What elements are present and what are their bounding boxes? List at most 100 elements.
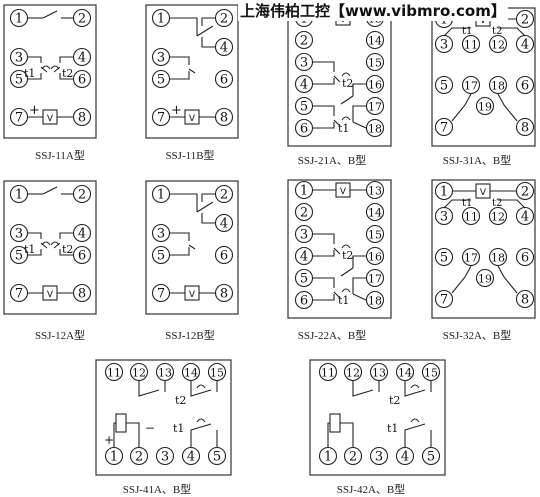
terminal-number: 11 [464, 211, 478, 224]
terminal-2 [214, 184, 234, 204]
terminal-5 [151, 69, 171, 89]
terminal-number: 8 [220, 111, 228, 126]
coil-label: V [480, 188, 487, 198]
terminal-number: 2 [78, 12, 86, 27]
wire [333, 119, 341, 127]
wire [313, 122, 335, 129]
terminal-5 [207, 446, 227, 466]
timer-mark-icon [196, 418, 206, 423]
wire [201, 17, 215, 26]
terminal-number: 2 [349, 450, 357, 465]
coil-label: V [47, 290, 54, 300]
coil-icon [42, 285, 58, 301]
timer-label-t2: t2 [389, 394, 400, 407]
wire [313, 105, 335, 116]
terminal-15 [207, 362, 227, 382]
wire [170, 247, 190, 256]
terminal-number: 17 [368, 101, 382, 114]
terminal-13 [365, 180, 385, 200]
terminal-5 [434, 247, 454, 267]
terminal-number: 12 [346, 367, 360, 380]
wire [451, 265, 472, 294]
wire [28, 232, 42, 239]
terminal-2 [214, 8, 234, 28]
relay-outline [145, 4, 239, 139]
timer-mark-icon [41, 65, 51, 70]
timer-label-t1: t1 [24, 243, 35, 256]
wire [313, 294, 335, 301]
terminal-number: 3 [300, 228, 308, 243]
wire [352, 293, 367, 301]
coil-label: V [480, 16, 487, 26]
terminal-number: 2 [78, 188, 86, 203]
terminal-number: 6 [521, 79, 529, 94]
terminal-number: 18 [368, 123, 382, 136]
terminal-number: 19 [478, 101, 492, 114]
terminal-number: 3 [375, 450, 383, 465]
terminal-number: 13 [158, 367, 172, 380]
terminal-4 [72, 47, 92, 67]
caption-ssj-11b: SSJ-11B型 [165, 150, 215, 162]
wire [170, 17, 198, 36]
terminal-4 [294, 74, 314, 94]
terminal-number: 4 [78, 227, 86, 242]
terminal-number: 7 [157, 287, 165, 302]
wire [352, 121, 367, 129]
wire [443, 27, 471, 37]
terminal-14 [395, 362, 415, 382]
terminal-1 [151, 8, 171, 28]
terminal-15 [365, 224, 385, 244]
wire [59, 56, 73, 63]
wire [188, 68, 196, 74]
terminal-number: 2 [521, 185, 529, 200]
relay-outline [95, 359, 232, 476]
terminal-2 [294, 30, 314, 50]
timer-label-t1: t1 [387, 422, 398, 435]
timer-label-t1: t1 [338, 294, 349, 307]
terminal-number: 1 [157, 12, 165, 27]
minus-sign: − [145, 421, 155, 435]
terminal-8 [515, 117, 535, 137]
terminal-3 [9, 47, 29, 67]
wire [190, 381, 212, 397]
terminal-number: 14 [398, 367, 412, 380]
timer-label-t2: t2 [62, 243, 73, 256]
terminal-number: 15 [210, 367, 224, 380]
wire [498, 199, 526, 209]
terminal-number: 5 [15, 73, 23, 88]
caption-ssj-22: SSJ-22A、B型 [297, 330, 367, 342]
coil-icon [42, 109, 58, 125]
wire [352, 255, 366, 268]
terminal-number: 2 [521, 13, 529, 28]
terminal-number: 14 [184, 367, 198, 380]
terminal-number: 1 [15, 188, 23, 203]
terminal-number: 14 [368, 35, 382, 48]
terminal-7 [9, 283, 29, 303]
terminal-8 [72, 283, 92, 303]
terminal-number: 12 [132, 367, 146, 380]
terminal-11 [104, 362, 124, 382]
terminal-4 [72, 223, 92, 243]
wire [188, 244, 196, 250]
terminal-6 [72, 69, 92, 89]
wire [126, 422, 140, 447]
terminal-4 [214, 37, 234, 57]
wire [190, 423, 212, 447]
terminal-number: 17 [368, 273, 382, 286]
timer-mark-icon [410, 418, 420, 423]
terminal-number: 15 [368, 229, 382, 242]
terminal-number: 18 [368, 295, 382, 308]
wire [327, 422, 330, 447]
terminal-number: 3 [440, 38, 448, 53]
relay-outline [3, 180, 97, 315]
terminal-7 [151, 107, 171, 127]
caption-ssj-11a: SSJ-11A型 [35, 150, 85, 162]
caption-ssj-41: SSJ-41A、B型 [122, 484, 192, 496]
timer-mark-icon [341, 72, 351, 77]
wire [333, 291, 341, 299]
terminal-18 [365, 290, 385, 310]
terminal-5 [9, 245, 29, 265]
terminal-number: 18 [491, 252, 505, 265]
terminal-number: 4 [300, 250, 308, 265]
terminal-number: 6 [220, 249, 228, 264]
